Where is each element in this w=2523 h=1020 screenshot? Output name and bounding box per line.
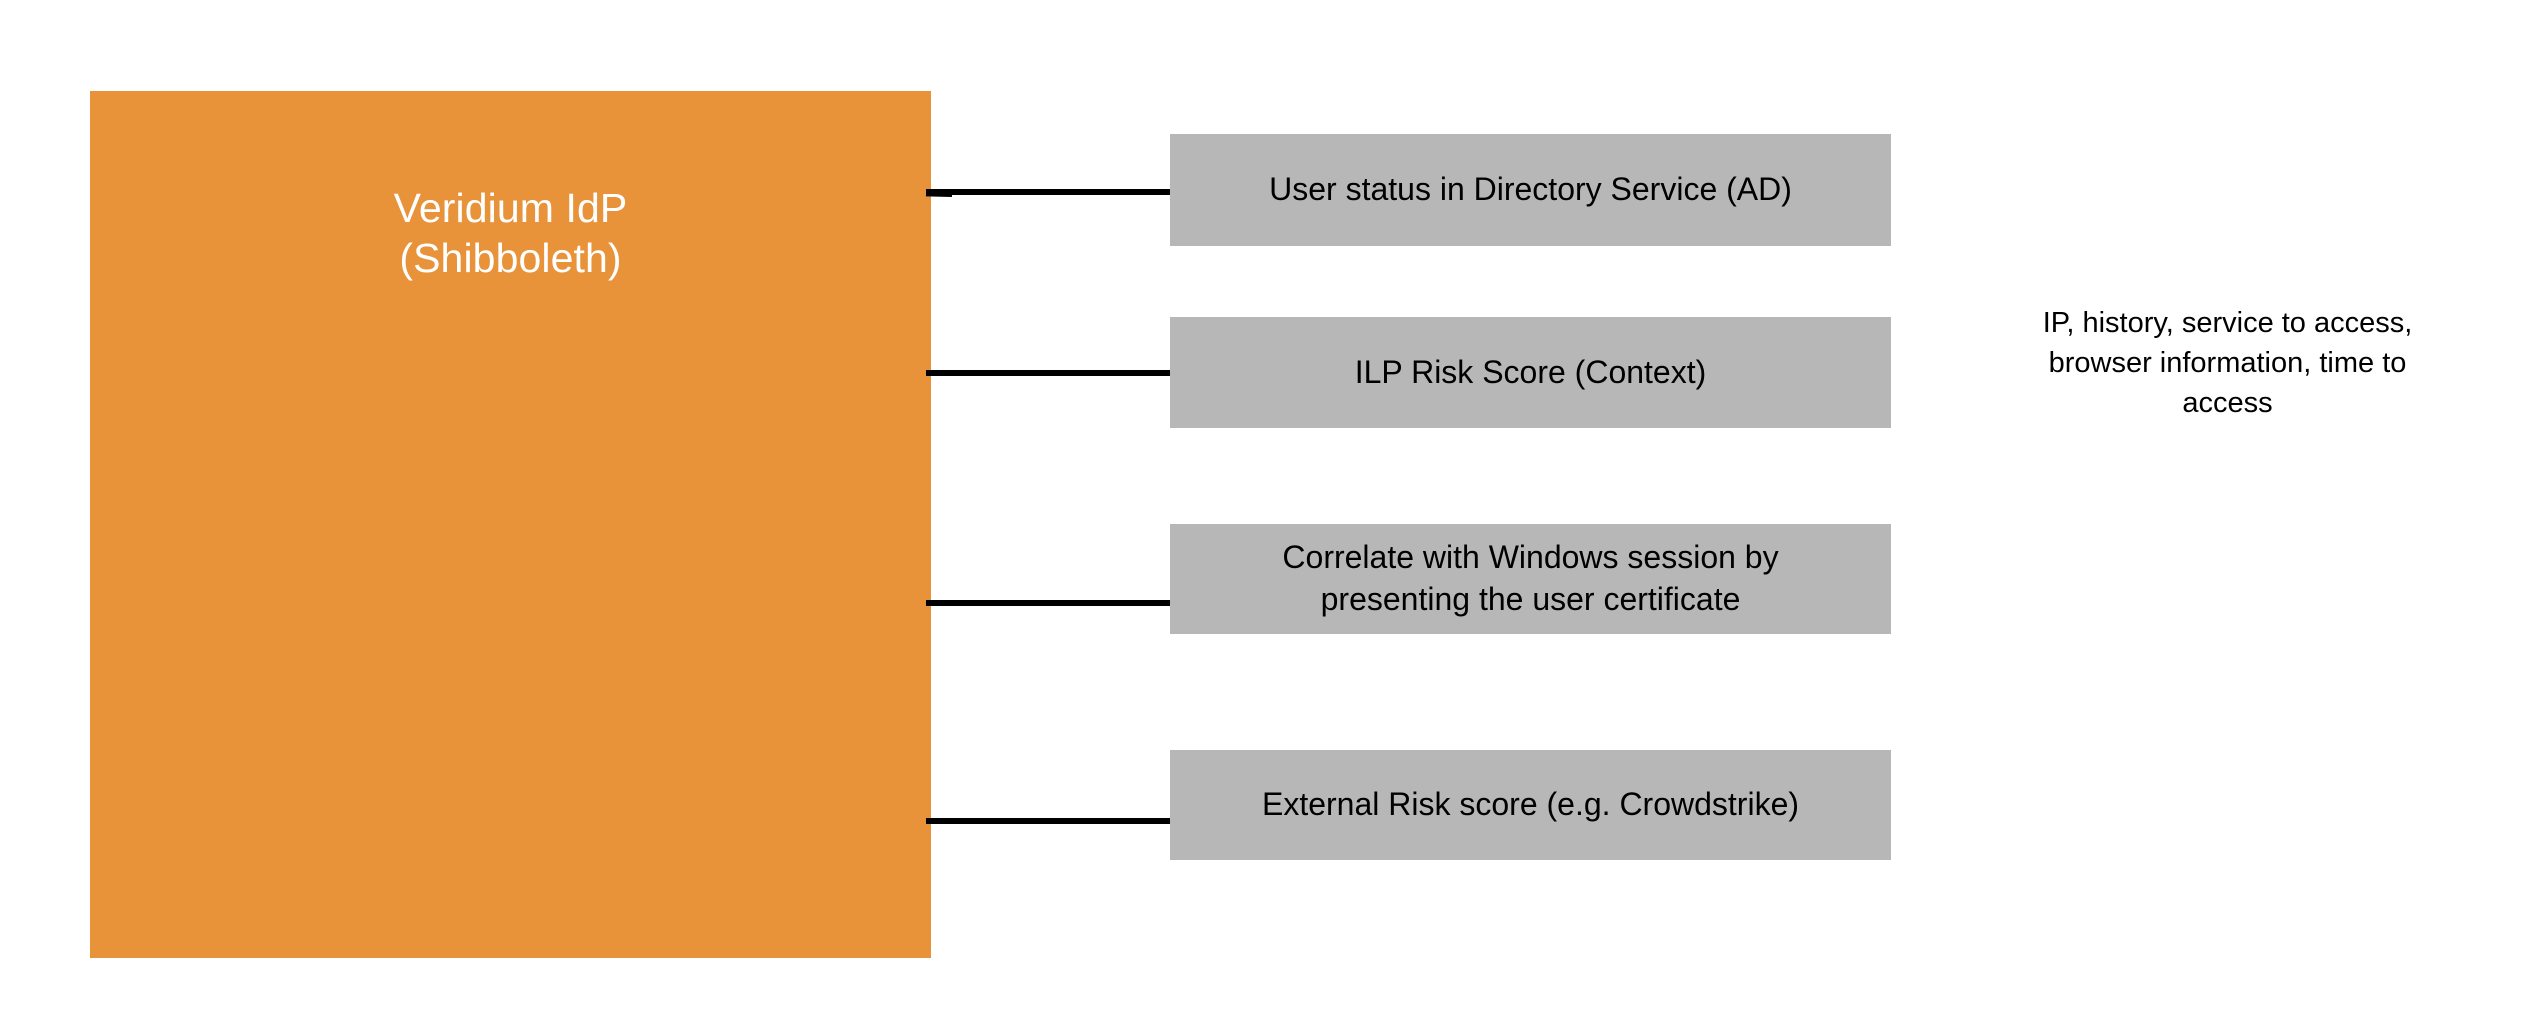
annotation-context-signals: IP, history, service to access, browser … <box>2042 307 2413 420</box>
connector-to-correlate-windows-session <box>926 600 1172 606</box>
idp-node-veridium[interactable]: Veridium IdP (Shibboleth) <box>90 91 931 958</box>
idp-node-label: Veridium IdP (Shibboleth) <box>393 185 628 282</box>
attribute-box-ilp-risk-score[interactable]: ILP Risk Score (Context) <box>1170 317 1891 428</box>
attribute-box-label: Correlate with Windows session by presen… <box>1282 539 1779 617</box>
attribute-box-external-risk-score[interactable]: External Risk score (e.g. Crowdstrike) <box>1170 750 1891 860</box>
attribute-box-user-status[interactable]: User status in Directory Service (AD) <box>1170 134 1891 246</box>
connector-to-ilp-risk-score <box>926 370 1172 376</box>
attribute-box-correlate-windows-session[interactable]: Correlate with Windows session by presen… <box>1170 524 1891 634</box>
attribute-box-label: External Risk score (e.g. Crowdstrike) <box>1261 786 1800 823</box>
attribute-box-label: ILP Risk Score (Context) <box>1354 353 1707 390</box>
connector-to-user-status <box>926 189 1172 195</box>
connector-to-external-risk-score <box>926 818 1172 824</box>
attribute-box-label: User status in Directory Service (AD) <box>1269 171 1792 208</box>
